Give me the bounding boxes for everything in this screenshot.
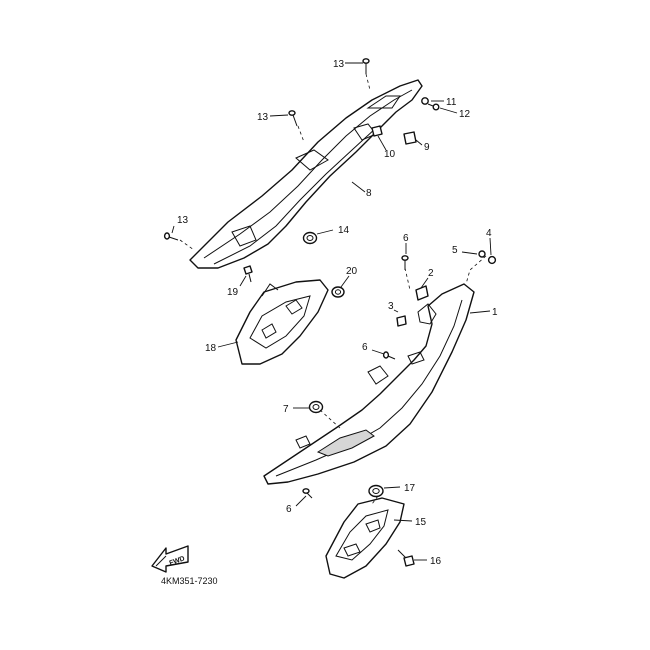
callout-8: 8 xyxy=(366,188,372,199)
callout-6-middle: 6 xyxy=(362,342,368,353)
small-panel-part[interactable] xyxy=(325,497,405,579)
diagram-code: 4KM351-7230 xyxy=(161,576,218,586)
screw-6-top[interactable] xyxy=(401,255,409,270)
upper-rail-cover-part[interactable] xyxy=(189,79,423,269)
bracket-part[interactable] xyxy=(235,279,329,365)
callout-12: 12 xyxy=(459,109,471,120)
nut-10[interactable] xyxy=(371,125,383,137)
damper-9[interactable] xyxy=(403,131,417,145)
callout-17: 17 xyxy=(404,483,416,494)
callout-labels: 13 13 13 11 12 9 10 8 14 19 20 18 2 3 5 … xyxy=(177,59,498,567)
callout-6-bottom: 6 xyxy=(286,504,292,515)
callout-2: 2 xyxy=(428,268,434,279)
fwd-arrow-icon: FWD xyxy=(151,545,189,573)
bolt-19[interactable] xyxy=(243,265,253,283)
grommet-17[interactable] xyxy=(368,484,384,498)
screw-13-top[interactable] xyxy=(362,58,370,74)
callout-11: 11 xyxy=(446,97,457,108)
screw-12[interactable] xyxy=(427,103,440,111)
screw-13-left[interactable] xyxy=(163,232,179,241)
callout-14: 14 xyxy=(338,225,350,236)
callout-9: 9 xyxy=(424,142,430,153)
callout-15: 15 xyxy=(415,517,427,528)
callout-4: 4 xyxy=(486,228,492,239)
nut-3[interactable] xyxy=(396,315,407,327)
callout-3: 3 xyxy=(388,301,394,312)
callout-16: 16 xyxy=(430,556,442,567)
damper-2[interactable] xyxy=(415,285,429,301)
side-cover-part[interactable] xyxy=(263,283,475,485)
leader-lines xyxy=(171,62,492,561)
callout-13-middle: 13 xyxy=(257,112,269,123)
callout-20: 20 xyxy=(346,266,358,277)
callout-18: 18 xyxy=(205,343,217,354)
grommet-20[interactable] xyxy=(331,286,345,298)
callout-13-top: 13 xyxy=(333,59,345,70)
callout-6-top: 6 xyxy=(403,233,409,244)
grommet-7[interactable] xyxy=(308,400,324,414)
callout-7: 7 xyxy=(283,404,289,415)
grommet-14[interactable] xyxy=(302,231,318,245)
bolt-16[interactable] xyxy=(397,549,415,567)
callout-19: 19 xyxy=(227,287,239,298)
screw-6-bottom[interactable] xyxy=(302,488,313,499)
callout-5: 5 xyxy=(452,245,458,256)
callout-10: 10 xyxy=(384,149,396,160)
collar-11[interactable] xyxy=(421,97,429,105)
collar-4[interactable] xyxy=(487,255,497,265)
screw-13-middle[interactable] xyxy=(288,110,298,127)
callout-13-left: 13 xyxy=(177,215,189,226)
screw-5[interactable] xyxy=(478,250,486,258)
screw-6-middle[interactable] xyxy=(382,351,396,360)
callout-1: 1 xyxy=(492,307,498,318)
